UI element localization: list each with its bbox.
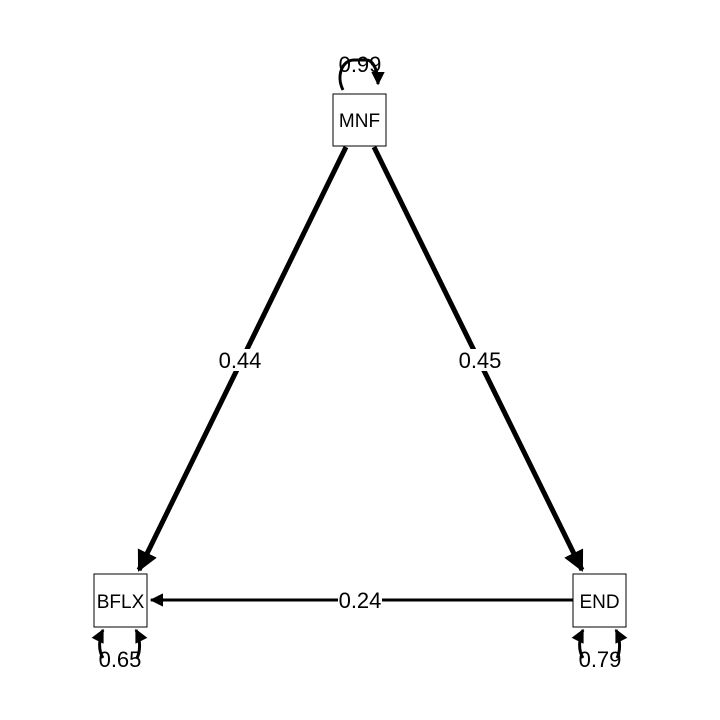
- edge-label-mnf-bflx: 0.44: [218, 348, 262, 373]
- node-box: [332, 93, 387, 147]
- residual-loop-mnf: [338, 58, 385, 91]
- label-background: [218, 349, 262, 371]
- self-loop-arc: [571, 628, 585, 659]
- edge-weight: 0.24: [339, 588, 382, 613]
- self-loop-arc: [91, 628, 105, 659]
- self-loop-arc: [614, 628, 628, 659]
- residual-loop-bflx: [91, 628, 148, 659]
- node-end[interactable]: END: [572, 573, 627, 628]
- edge-weight: 0.45: [459, 348, 502, 373]
- self-loop-arc: [134, 628, 148, 659]
- label-background: [338, 590, 382, 612]
- node-label: END: [579, 592, 619, 613]
- residual-label-bflx: 0.65: [99, 647, 142, 672]
- edge-weight: 0.44: [219, 348, 262, 373]
- label-background: [458, 349, 502, 371]
- residual-label-end: 0.79: [579, 647, 622, 672]
- node-label: BFLX: [97, 592, 145, 613]
- residual-loop-end: [571, 628, 628, 659]
- node-box: [93, 573, 148, 628]
- self-loop-arc: [338, 58, 385, 91]
- residual-label-mnf: 0.99: [339, 52, 382, 77]
- node-box: [572, 573, 627, 628]
- edge-label-mnf-end: 0.45: [458, 348, 502, 373]
- edge-label-end-bflx: 0.24: [338, 588, 382, 613]
- node-mnf[interactable]: MNF: [332, 93, 387, 147]
- node-label: MNF: [339, 111, 380, 132]
- node-bflx[interactable]: BFLX: [93, 573, 148, 628]
